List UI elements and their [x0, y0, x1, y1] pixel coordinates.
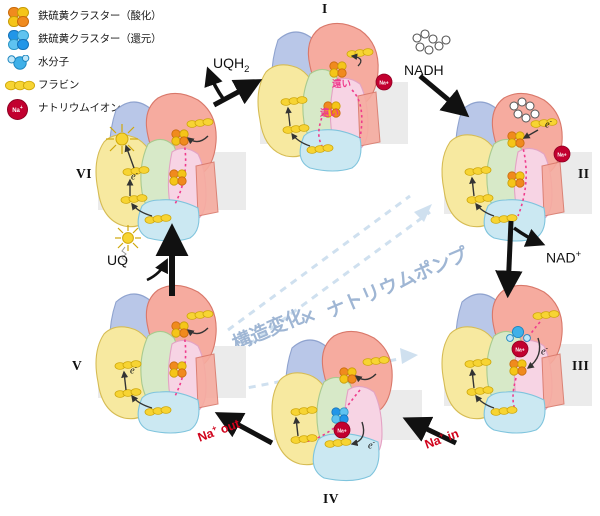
sodium-ion-icon: Na+	[4, 97, 38, 120]
legend-item-water: 水分子	[4, 50, 194, 73]
iron-sulfur-cluster-reduced-icon	[4, 28, 38, 50]
label-uqh2: UQH2	[213, 55, 250, 75]
quinone-star-icon	[106, 124, 138, 154]
state-6-numeral: VI	[76, 166, 93, 181]
sodium-ion	[511, 340, 529, 358]
flavin-icon	[4, 74, 38, 96]
state-6-electron-label: e-	[131, 169, 139, 183]
state-1-annotation-far-1: 遠い	[332, 79, 352, 90]
legend-item-sodium: Na+ ナトリウムイオン	[4, 96, 194, 120]
legend-label: 鉄硫黄クラスター（酸化）	[38, 10, 162, 22]
legend: 鉄硫黄クラスター（酸化） 鉄硫黄クラスター（還元） 水分子	[4, 4, 194, 120]
label-uq: UQ	[107, 252, 128, 268]
cluster-oxidized	[169, 129, 189, 186]
cluster-oxidized	[339, 367, 357, 384]
sodium-ion	[553, 145, 571, 163]
water-molecule-icon	[4, 51, 38, 73]
state-1-complex: Na+	[248, 10, 418, 180]
iron-sulfur-cluster-oxidized-icon	[4, 5, 38, 27]
state-2-complex: Na+	[432, 80, 600, 250]
nadh-molecule-icon	[412, 29, 451, 55]
state-6-complex	[86, 80, 256, 250]
state-5-electron-label: e-	[130, 363, 138, 377]
legend-item-cluster-reduced: 鉄硫黄クラスター（還元）	[4, 27, 194, 50]
state-5-complex	[86, 272, 256, 442]
legend-label: 水分子	[38, 56, 69, 68]
state-4-complex: Na+	[262, 318, 432, 488]
ubiquinone-icon	[115, 225, 141, 262]
state-1-numeral: I	[322, 1, 328, 16]
legend-label: ナトリウムイオン	[38, 102, 121, 114]
svg-text:Na+: Na+	[379, 81, 388, 87]
legend-item-cluster-oxidized: 鉄硫黄クラスター（酸化）	[4, 4, 194, 27]
svg-text:Na+: Na+	[557, 153, 566, 159]
legend-label: フラビン	[38, 79, 80, 91]
label-nadh: NADH	[404, 62, 444, 78]
legend-label: 鉄硫黄クラスター（還元）	[38, 33, 162, 45]
state-4-numeral: IV	[323, 491, 340, 506]
state-3-numeral: III	[572, 358, 590, 373]
cluster-oxidized	[323, 61, 347, 118]
state-3-electron-label: e-	[541, 344, 549, 358]
cluster-oxidized	[509, 359, 527, 376]
sodium-ion	[333, 421, 351, 439]
sodium-ion-text: Na+	[12, 104, 23, 114]
nadh-molecule	[509, 97, 540, 123]
state-2-electron-label: e-	[545, 117, 553, 131]
cluster-reduced	[331, 407, 349, 424]
cluster-oxidized	[169, 321, 189, 378]
svg-text:Na+: Na+	[337, 429, 346, 435]
svg-text:Na+: Na+	[515, 348, 524, 354]
legend-item-flavin: フラビン	[4, 73, 194, 96]
water-molecule	[506, 325, 531, 342]
cluster-oxidized	[507, 131, 525, 188]
sodium-ion	[375, 73, 393, 91]
state-5-numeral: V	[72, 358, 83, 373]
state-2-numeral: II	[578, 166, 590, 181]
label-nad-plus: NAD+	[546, 249, 582, 266]
state-1-annotation-far-2: 遠い	[320, 108, 340, 119]
state-3-complex: Na+	[432, 272, 600, 442]
state-4-electron-label: e-	[368, 438, 376, 452]
